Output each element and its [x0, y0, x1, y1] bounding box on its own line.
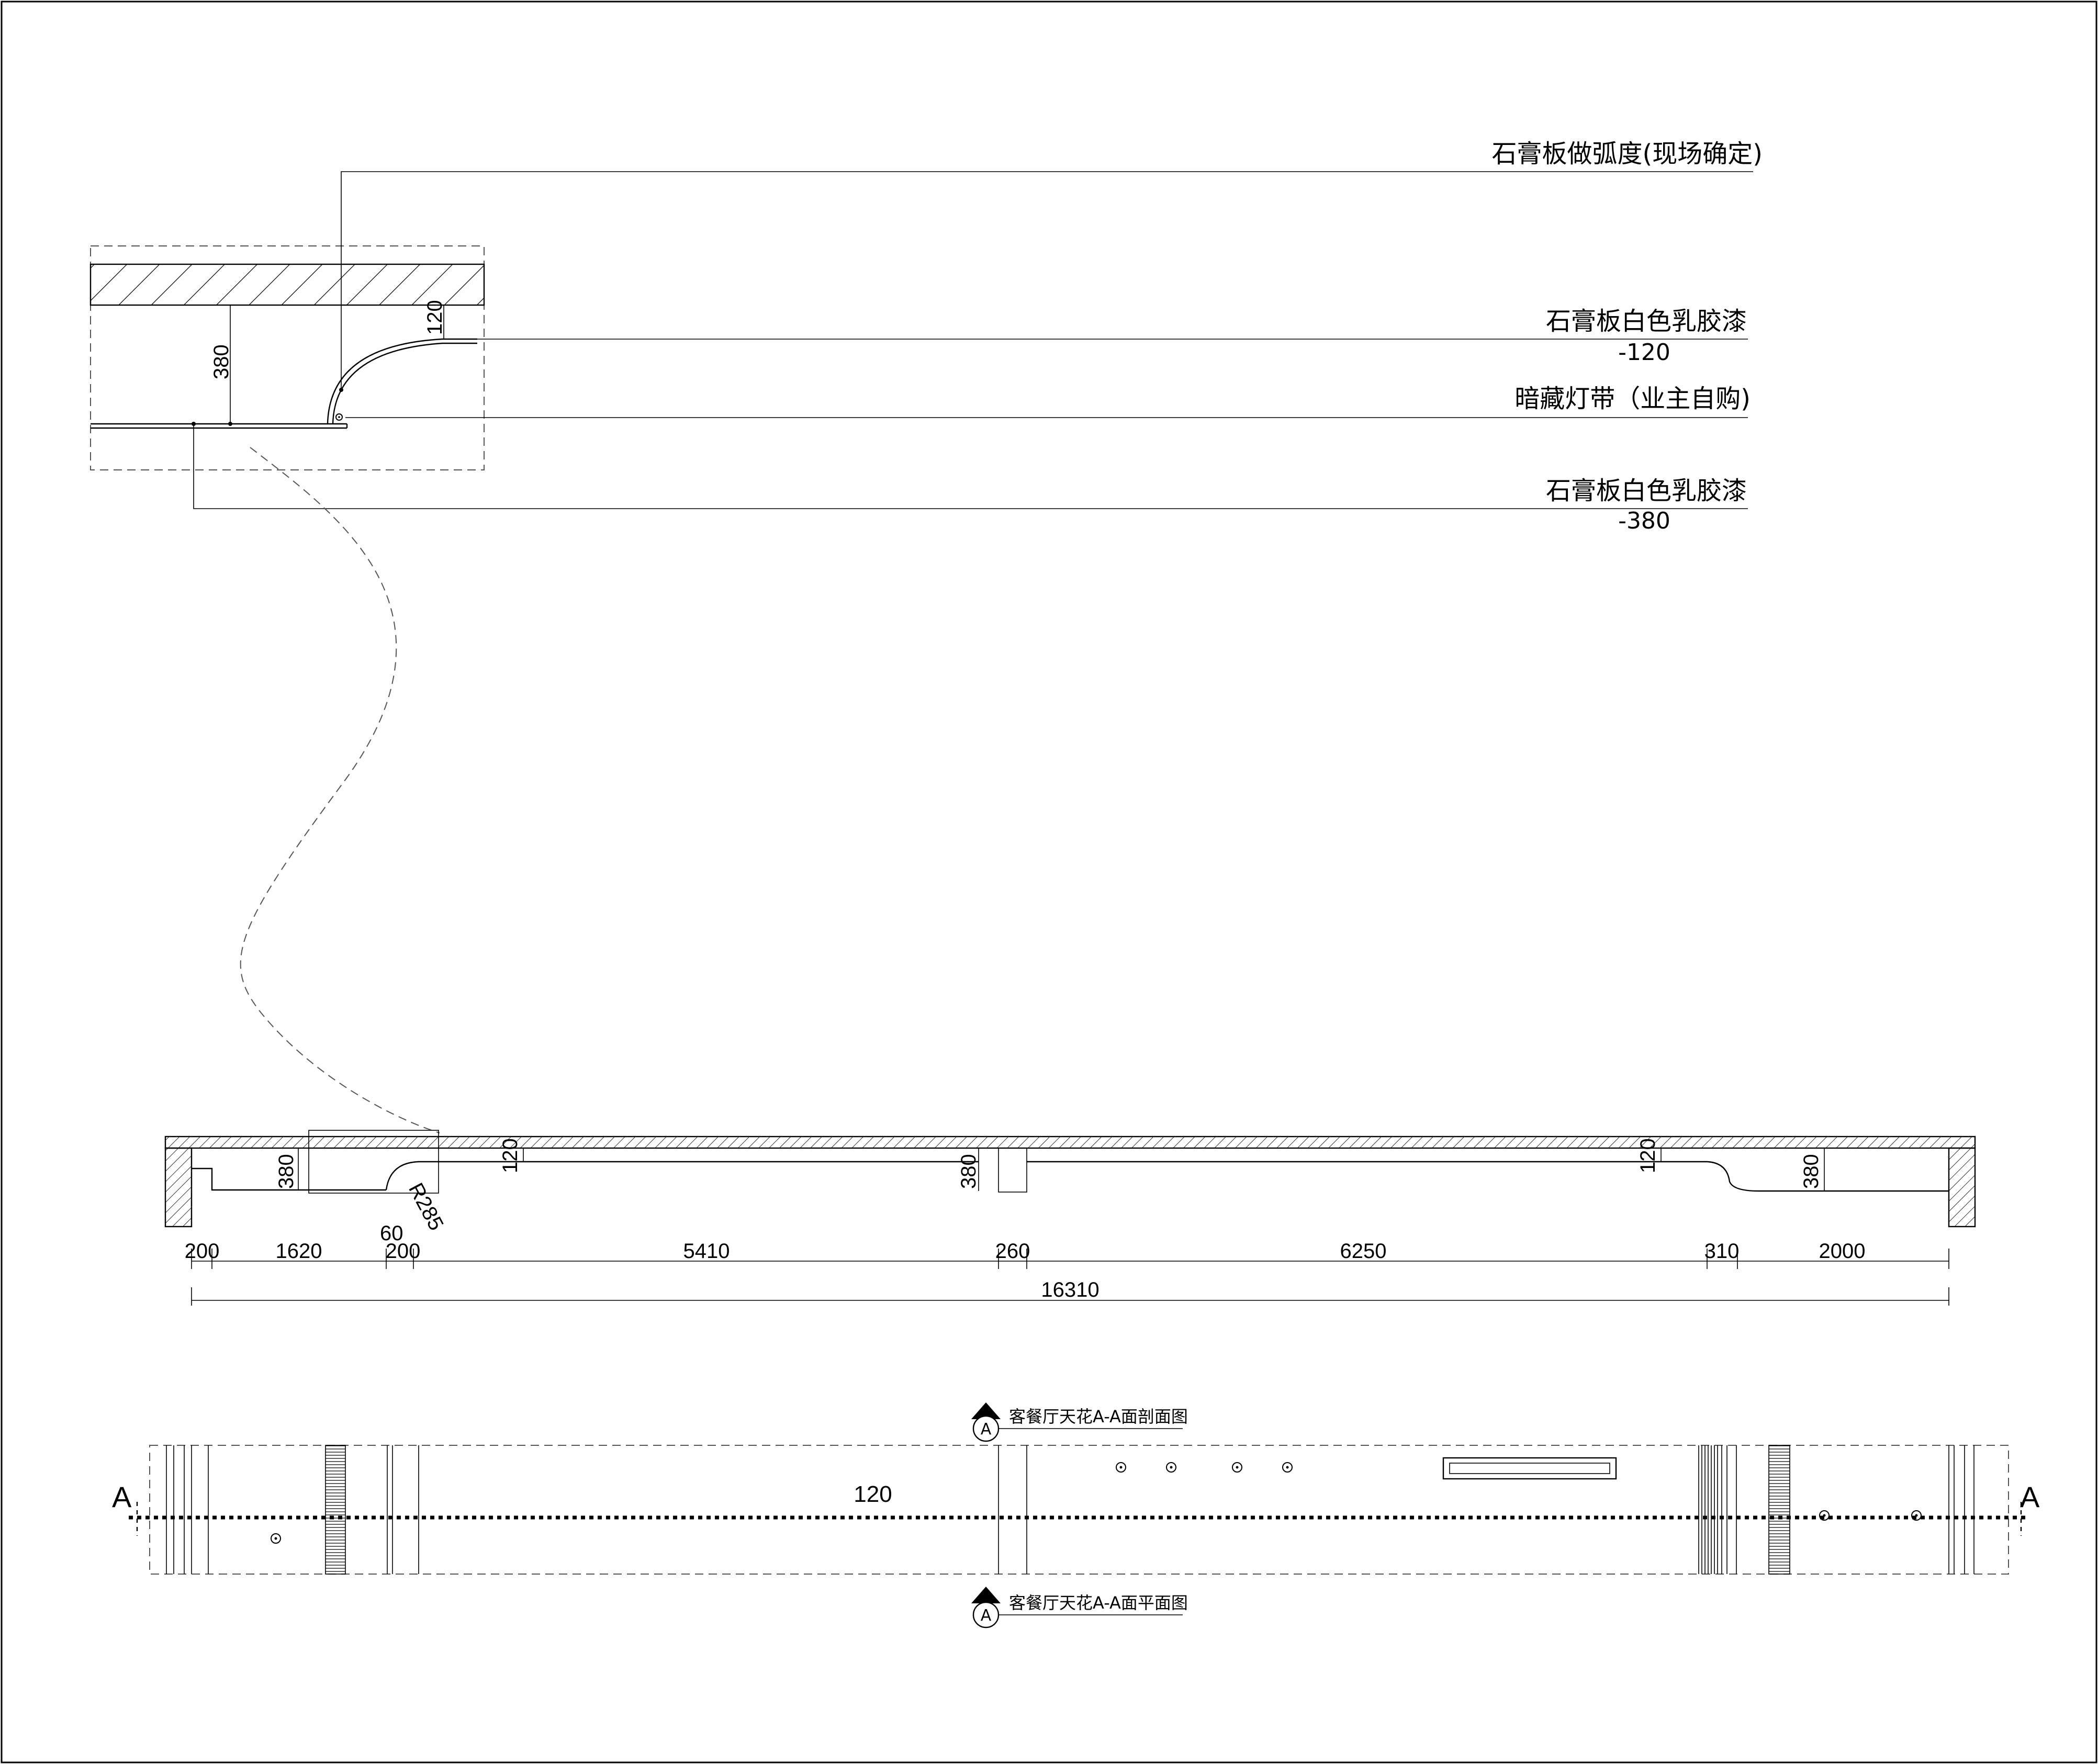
curved-gypsum-board-inner — [332, 342, 477, 424]
section-dim-3: 120 — [1636, 1138, 1659, 1173]
detail-frame — [90, 245, 485, 470]
plan-strips-left-2 — [387, 1445, 419, 1574]
section-wall-left — [164, 1147, 193, 1228]
seg-ticks — [191, 1249, 1949, 1269]
seg-2: 200 — [386, 1240, 421, 1263]
seg-5: 6250 — [1340, 1240, 1387, 1263]
leader-dot-2 — [192, 422, 196, 426]
section-beam — [998, 1148, 1027, 1193]
led-strip-mark — [335, 413, 343, 421]
seg-4: 260 — [995, 1240, 1030, 1263]
plan-outline — [149, 1445, 2009, 1575]
callout-arc: 石膏板做弧度(现场确定) — [1492, 139, 1763, 168]
dim-380-label: 380 — [210, 344, 233, 379]
section-arc-left — [385, 1161, 979, 1190]
dim-120-label: 120 — [423, 300, 446, 335]
callout-board-120-sub: -120 — [1618, 339, 1670, 366]
section-offset: 60 — [380, 1222, 403, 1245]
detail-view: 380 120 石膏板做弧度(现场确定) 石膏板白色乳胶漆 -120 暗藏灯带（… — [89, 139, 1763, 534]
section-detail-box — [308, 1130, 439, 1194]
section-radius: R285 — [404, 1179, 448, 1234]
section-dim-0: 380 — [275, 1154, 298, 1189]
curved-gypsum-board — [327, 338, 477, 424]
leader-board-380 — [193, 424, 1748, 509]
section-dim-2: 380 — [957, 1154, 980, 1189]
callout-board-380: 石膏板白色乳胶漆 — [1546, 476, 1747, 505]
section-title: 客餐厅天花A-A面剖面图 — [1009, 1407, 1188, 1426]
section-mark-right: A — [2020, 1480, 2040, 1513]
downlight-icon — [271, 1533, 281, 1544]
plan-strips-left — [166, 1445, 209, 1574]
section-wall-right — [1948, 1147, 1976, 1228]
section-mark-left: A — [112, 1480, 132, 1513]
leader-dot-1 — [339, 388, 343, 392]
detail-link-curve — [240, 447, 440, 1133]
plan-strips-far-right — [1948, 1445, 1974, 1574]
section-dim-1: 120 — [499, 1138, 522, 1173]
leader-dot-3 — [228, 422, 232, 426]
plan-dim: 120 — [854, 1481, 892, 1507]
callout-board-120: 石膏板白色乳胶漆 — [1546, 307, 1747, 336]
plan-strips-right — [1698, 1445, 1737, 1574]
plan-downlights — [271, 1462, 1922, 1544]
downlight-icon — [1166, 1462, 1176, 1473]
plan-title-marker: A 客餐厅天花A-A面平面图 — [971, 1587, 1188, 1628]
total-dim: 16310 — [1041, 1278, 1099, 1301]
section-title-marker: A 客餐厅天花A-A面剖面图 — [971, 1402, 1188, 1442]
detail-slab — [89, 263, 485, 306]
callout-board-380-sub: -380 — [1618, 508, 1670, 534]
led-strip-dot — [338, 416, 340, 418]
downlight-icon — [1232, 1462, 1242, 1473]
plan-led-strip-left — [325, 1445, 346, 1575]
section-slab — [164, 1136, 1976, 1149]
section-dim-4: 380 — [1800, 1154, 1823, 1189]
plan-air-vent — [1442, 1457, 1617, 1480]
plan-view: A A 120 A 客餐厅天花A-A面平面图 — [112, 1445, 2040, 1628]
downlight-icon — [1116, 1462, 1126, 1473]
seg-6: 310 — [1704, 1240, 1740, 1263]
plan-air-vent-inner — [1449, 1463, 1610, 1474]
plan-led-strip-right — [1768, 1445, 1790, 1575]
downlight-icon — [1282, 1462, 1293, 1473]
plan-marker-letter: A — [981, 1606, 992, 1625]
callout-led: 暗藏灯带（业主自购) — [1514, 384, 1751, 413]
section-marker-letter: A — [981, 1420, 992, 1439]
seg-7: 2000 — [1819, 1240, 1866, 1263]
seg-3: 5410 — [683, 1240, 730, 1263]
seg-1: 1620 — [276, 1240, 322, 1263]
section-view: 380 120 380 120 380 R285 60 200 1620 200… — [164, 1130, 1976, 1442]
seg-0: 200 — [185, 1240, 220, 1263]
section-arc-right — [1707, 1161, 1936, 1192]
section-ceiling-profile — [192, 1167, 386, 1191]
leader-arc — [341, 171, 1753, 390]
plan-title: 客餐厅天花A-A面平面图 — [1009, 1593, 1188, 1613]
